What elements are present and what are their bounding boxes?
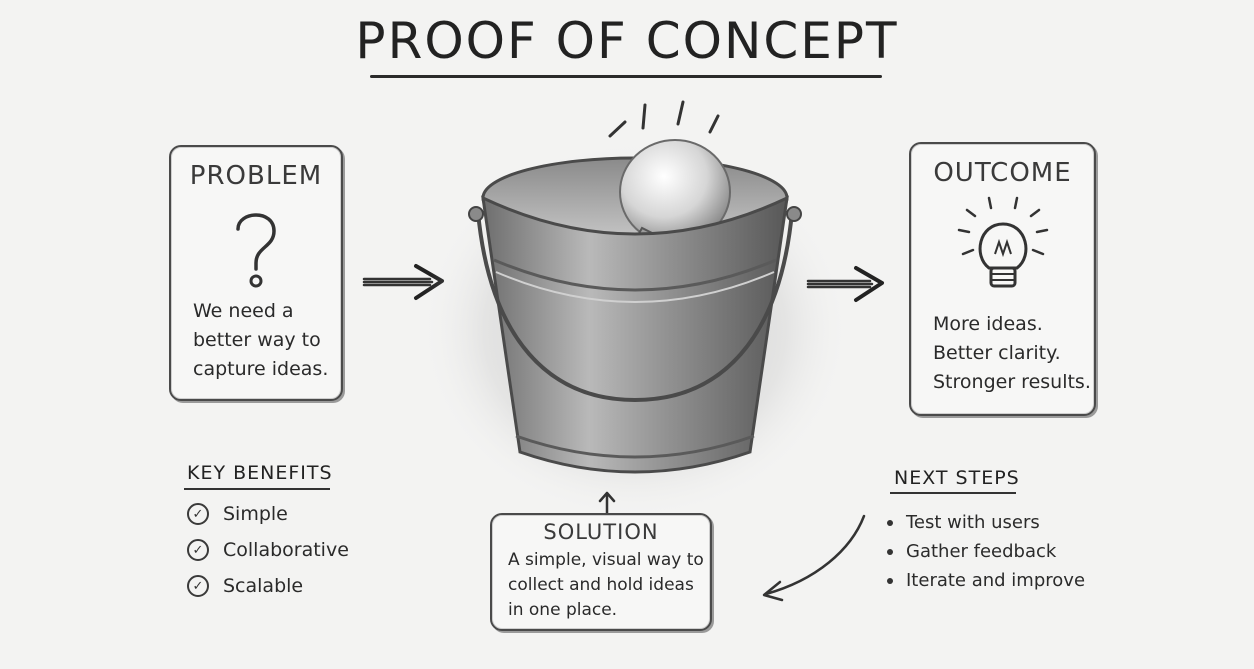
- solution-line-2: collect and hold ideas: [508, 575, 694, 595]
- arrow-up-icon: [598, 491, 616, 518]
- problem-line-2: better way to: [193, 329, 321, 351]
- check-circle-icon: ✓: [187, 575, 209, 597]
- title-underline: [370, 75, 882, 78]
- bucket-with-lightbulb-illustration: [420, 100, 850, 520]
- benefit-label: Collaborative: [223, 539, 349, 561]
- key-benefits-heading: KEY BENEFITS: [187, 462, 333, 484]
- solution-line-1: A simple, visual way to: [508, 550, 704, 570]
- solution-box: SOLUTION A simple, visual way to collect…: [490, 513, 712, 631]
- bullet-dot: [887, 519, 893, 526]
- check-circle-icon: ✓: [187, 503, 209, 525]
- benefit-item: ✓ Simple: [187, 496, 349, 532]
- problem-line-1: We need a: [193, 300, 294, 322]
- question-mark-icon: [236, 213, 276, 288]
- next-step-label: Gather feedback: [906, 541, 1057, 562]
- bullet-dot: [887, 548, 893, 555]
- next-steps-heading: NEXT STEPS: [894, 467, 1020, 489]
- check-circle-icon: ✓: [187, 539, 209, 561]
- outcome-line-1: More ideas.: [933, 313, 1043, 335]
- page-title: PROOF OF CONCEPT: [355, 12, 899, 70]
- benefit-item: ✓ Scalable: [187, 568, 349, 604]
- benefit-label: Scalable: [223, 575, 304, 597]
- arrow-right-icon-2: [806, 266, 884, 302]
- outcome-heading: OUTCOME: [933, 158, 1072, 188]
- benefit-label: Simple: [223, 503, 288, 525]
- problem-line-3: capture ideas.: [193, 358, 329, 380]
- benefit-item: ✓ Collaborative: [187, 532, 349, 568]
- key-benefits-list: ✓ Simple ✓ Collaborative ✓ Scalable: [187, 496, 349, 604]
- lightbulb-icon: [957, 196, 1049, 288]
- curved-arrow-icon: [762, 514, 866, 602]
- next-steps-list: Test with users Gather feedback Iterate …: [887, 508, 1085, 595]
- problem-box: PROBLEM We need a better way to capture …: [169, 145, 343, 401]
- next-step-item: Iterate and improve: [887, 566, 1085, 595]
- solution-line-3: in one place.: [508, 600, 618, 620]
- outcome-line-2: Better clarity.: [933, 342, 1061, 364]
- next-step-label: Iterate and improve: [906, 570, 1086, 591]
- problem-heading: PROBLEM: [189, 161, 323, 191]
- key-benefits-underline: [184, 488, 330, 490]
- next-step-label: Test with users: [906, 512, 1040, 533]
- next-step-item: Gather feedback: [887, 537, 1085, 566]
- next-steps-underline: [890, 492, 1016, 494]
- outcome-line-3: Stronger results.: [933, 371, 1091, 393]
- bullet-dot: [887, 577, 893, 584]
- next-step-item: Test with users: [887, 508, 1085, 537]
- solution-heading: SOLUTION: [543, 520, 659, 544]
- outcome-box: OUTCOME More ideas. Better clarity. Stro…: [909, 142, 1096, 416]
